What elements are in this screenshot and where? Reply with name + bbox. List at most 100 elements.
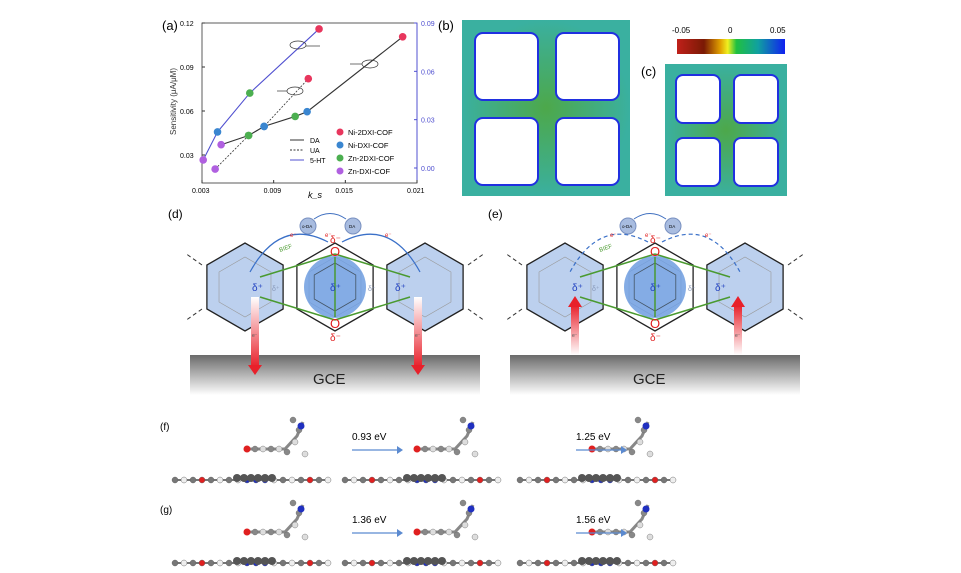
pore (474, 117, 539, 186)
dopamine-atom (267, 528, 275, 536)
x-tick-label: 0.003 (192, 188, 210, 195)
cof-atom (254, 474, 262, 482)
cof-atom (189, 476, 197, 484)
cof-atom (606, 474, 614, 482)
dopamine-atom (289, 499, 297, 507)
cof-atom (279, 559, 287, 567)
cof-atom (494, 559, 502, 567)
dopamine-atom (429, 445, 437, 453)
energy-barrier-label: 0.93 eV (352, 432, 387, 443)
cof-atom (247, 557, 255, 565)
y-right-tick-label: 0.00 (421, 166, 435, 173)
y-left-tick-label: 0.09 (180, 65, 194, 72)
inner-hexagon (538, 256, 592, 318)
cof-atom (494, 476, 502, 484)
legend-label: Zn-2DXI-COF (348, 154, 395, 163)
data-point-ua (211, 165, 219, 173)
colorbar-gradient (677, 39, 785, 54)
dopamine-atom (275, 528, 283, 536)
cof-atom (410, 557, 418, 565)
cof-atom (359, 559, 367, 567)
cof-atom (171, 476, 179, 484)
cof-atom (377, 559, 385, 567)
charge-density-map-c: (c) (641, 64, 787, 196)
cof-atom (570, 476, 578, 484)
data-point-ua (260, 122, 268, 131)
adsorption-structure (516, 499, 677, 567)
oxidized-dopamine-bubble (619, 217, 637, 235)
cof-atom (403, 557, 411, 565)
oxygen-atom (588, 528, 596, 536)
panel-label-a: (a) (162, 18, 178, 33)
inner-hexagon (398, 256, 452, 318)
cof-atom (225, 559, 233, 567)
ellipse-annotation (361, 59, 379, 69)
dopamine-atom (646, 450, 654, 458)
cof-atom (476, 476, 484, 484)
adsorption-structure (171, 416, 332, 484)
cof-atom (561, 559, 569, 567)
partial-negative-charge: δ⁻ (650, 235, 661, 246)
cof-atom (651, 559, 659, 567)
panel-label-c: (c) (641, 64, 656, 79)
cof-atom (585, 557, 593, 565)
field-label: BIEF (599, 244, 614, 254)
dashed-bond (467, 252, 486, 266)
data-point-5-ht (245, 89, 254, 97)
cof-atom (288, 559, 296, 567)
dopamine-atom (301, 533, 309, 541)
dashed-bond (184, 308, 203, 322)
partial-positive-charge: δ⁺ (395, 283, 406, 294)
dopamine-atom (453, 531, 461, 539)
dopamine-atom (429, 528, 437, 536)
partial-negative-charge: δ⁻ (330, 235, 341, 246)
dopamine-atom (636, 521, 644, 529)
oxygen-atom (243, 528, 251, 536)
dopamine-atom (471, 450, 479, 458)
adsorption-structure (341, 499, 502, 567)
field-line (579, 296, 656, 321)
oxygen-atom (243, 445, 251, 453)
dopamine-atom (596, 445, 604, 453)
electrode (190, 355, 480, 395)
colorbar-mid: 0 (728, 26, 733, 35)
oxidized-dopamine-label: o-DA (622, 224, 632, 229)
cof-atom (570, 559, 578, 567)
cof-atom (449, 559, 457, 567)
pore (474, 32, 539, 101)
electron-transfer-arc (661, 233, 741, 273)
dopamine-atom (437, 445, 445, 453)
legend-label: 5-HT (310, 158, 326, 165)
dopamine-atom (259, 445, 267, 453)
adsorption-structure (171, 499, 332, 567)
oxygen-atom: O (650, 316, 660, 331)
cof-atom (395, 559, 403, 567)
cof-atom (669, 476, 677, 484)
oxygen-atom (588, 445, 596, 453)
y-right-tick-label: 0.06 (421, 69, 435, 76)
cof-atom (458, 559, 466, 567)
dopamine-atom (283, 448, 291, 456)
partial-positive-charge: δ⁺ (272, 286, 280, 293)
cof-atom (585, 474, 593, 482)
dopamine-atom (291, 521, 299, 529)
cof-atom (261, 474, 269, 482)
cof-atom (410, 474, 418, 482)
cof-atom (386, 559, 394, 567)
colorbar-min: -0.05 (672, 26, 691, 35)
dopamine-atom (445, 445, 453, 453)
cof-atom (642, 476, 650, 484)
cof-atom (207, 559, 215, 567)
panel-label-b: (b) (438, 18, 454, 33)
cof-atom (534, 476, 542, 484)
cof-atom (431, 557, 439, 565)
y-right-tick-label: 0.09 (421, 21, 435, 28)
cof-atom (543, 476, 551, 484)
data-point-da (291, 112, 299, 121)
field-label: BIEF (279, 244, 294, 254)
cof-atom (297, 559, 305, 567)
panel-label-d: (d) (168, 207, 183, 221)
nitrogen-atom (297, 422, 305, 430)
cof-atom (417, 474, 425, 482)
